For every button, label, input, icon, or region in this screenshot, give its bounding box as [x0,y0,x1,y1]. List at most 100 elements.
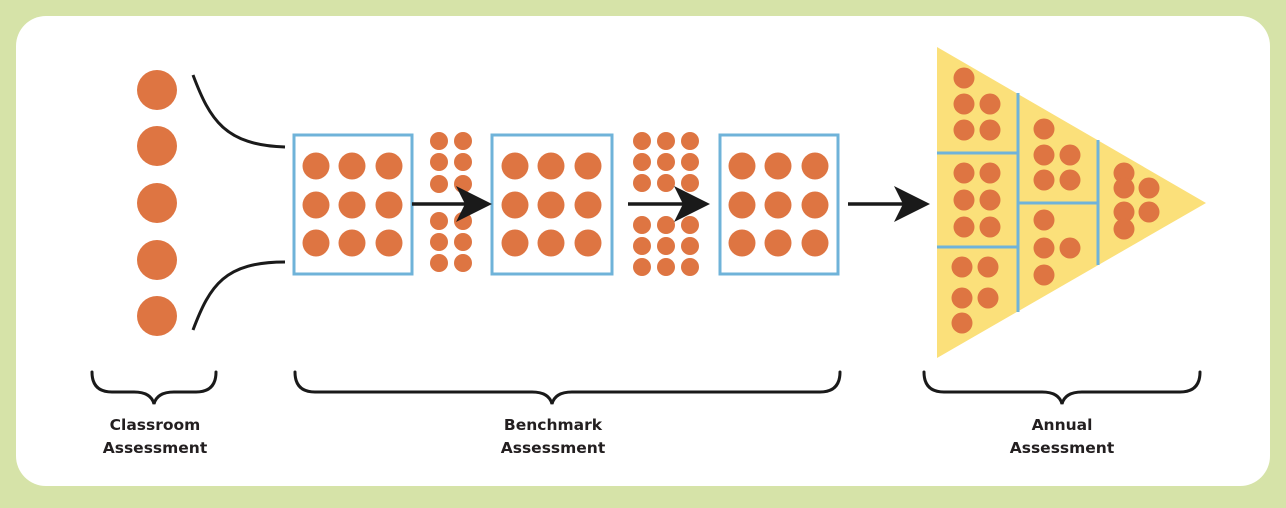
benchmark-box-dot [537,152,565,180]
benchmark-small-dot [430,153,448,171]
annual-dot [1033,144,1055,166]
annual-dot [951,312,973,334]
upper-connector-curve [191,74,286,149]
annual-dot [977,287,999,309]
annual-dot [1033,264,1055,286]
annual-dot [953,67,975,89]
annual-dot [979,93,1001,115]
annual-dot [977,256,999,278]
group-braces [90,370,1202,405]
classroom-dot [137,183,177,223]
benchmark-box-3 [718,133,840,276]
annual-label-line2: Assessment [1010,439,1115,457]
annual-dot [953,189,975,211]
benchmark-small-dot [454,233,472,251]
annual-label-line1: Annual [1032,416,1093,434]
annual-dot [979,189,1001,211]
benchmark-small-dot [657,258,675,276]
benchmark-box-dot [728,229,756,257]
benchmark-box-dot [764,229,792,257]
benchmark-box-dot [501,191,529,219]
benchmark-small-dot [681,216,699,234]
classroom-dots [137,70,177,336]
benchmark-box-dot [537,229,565,257]
arrow-2-head [674,186,710,222]
annual-triangle [937,47,1206,358]
benchmark-small-dot [430,254,448,272]
benchmark-small-dot [633,216,651,234]
benchmark-box-dot [574,191,602,219]
assessment-dots [302,67,1160,334]
benchmark-box-dot [574,152,602,180]
benchmark-small-dot [681,258,699,276]
benchmark-small-dot [633,174,651,192]
benchmark-box-dot [375,229,403,257]
benchmark-box-dot [801,152,829,180]
classroom-connector-curves [191,74,286,331]
annual-dot [1113,218,1135,240]
classroom-label-line2: Assessment [103,439,208,457]
annual-brace [922,370,1202,405]
classroom-dot [137,126,177,166]
benchmark-box-dot [801,191,829,219]
benchmark-small-dot [454,132,472,150]
benchmark-box-dot [501,229,529,257]
annual-dot [953,93,975,115]
arrow-1-head [456,186,492,222]
benchmark-small-dot [681,237,699,255]
benchmark-box-dot [375,191,403,219]
benchmark-box-dot [764,152,792,180]
benchmark-small-dot [430,175,448,193]
classroom-dot [137,296,177,336]
benchmark-small-dot [454,153,472,171]
annual-dot [1059,169,1081,191]
benchmark-small-dot [454,212,472,230]
benchmark-box-dot [764,191,792,219]
benchmark-small-dot [681,153,699,171]
benchmark-small-dot [657,237,675,255]
benchmark-label-line2: Assessment [501,439,606,457]
arrow-3-head [894,186,930,222]
benchmark-label-line1: Benchmark [504,416,603,434]
annual-dot [1033,209,1055,231]
benchmark-box-dot [338,152,366,180]
annual-dot [979,119,1001,141]
annual-dot [1033,237,1055,259]
benchmark-small-dot [657,153,675,171]
benchmark-small-dot [430,233,448,251]
benchmark-small-dot [633,258,651,276]
annual-triangle-dividers [937,93,1100,312]
annual-dot [951,287,973,309]
classroom-dot [137,70,177,110]
classroom-brace [90,370,218,405]
benchmark-small-dot [430,212,448,230]
benchmark-small-dot [681,174,699,192]
benchmark-box-dot [801,229,829,257]
benchmark-box-dot [728,152,756,180]
benchmark-small-dot [430,132,448,150]
benchmark-box-dot [574,229,602,257]
annual-dot [1033,169,1055,191]
annual-dot [979,216,1001,238]
annual-dot [1138,201,1160,223]
benchmark-small-dot [633,132,651,150]
benchmark-small-dot [633,153,651,171]
annual-dot [1059,144,1081,166]
classroom-dot [137,240,177,280]
benchmark-box-dot [302,152,330,180]
lower-connector-curve [191,260,286,331]
benchmark-box-dot [338,229,366,257]
benchmark-box-dot [537,191,565,219]
benchmark-box-dot [375,152,403,180]
benchmark-box-dot [302,191,330,219]
flow-arrows [412,186,930,222]
annual-dot [951,256,973,278]
annual-dot [979,162,1001,184]
classroom-label-line1: Classroom [110,416,201,434]
annual-dot [1138,177,1160,199]
annual-dot [1033,118,1055,140]
benchmark-small-dot [681,132,699,150]
benchmark-small-dot [657,174,675,192]
benchmark-brace [293,370,842,405]
